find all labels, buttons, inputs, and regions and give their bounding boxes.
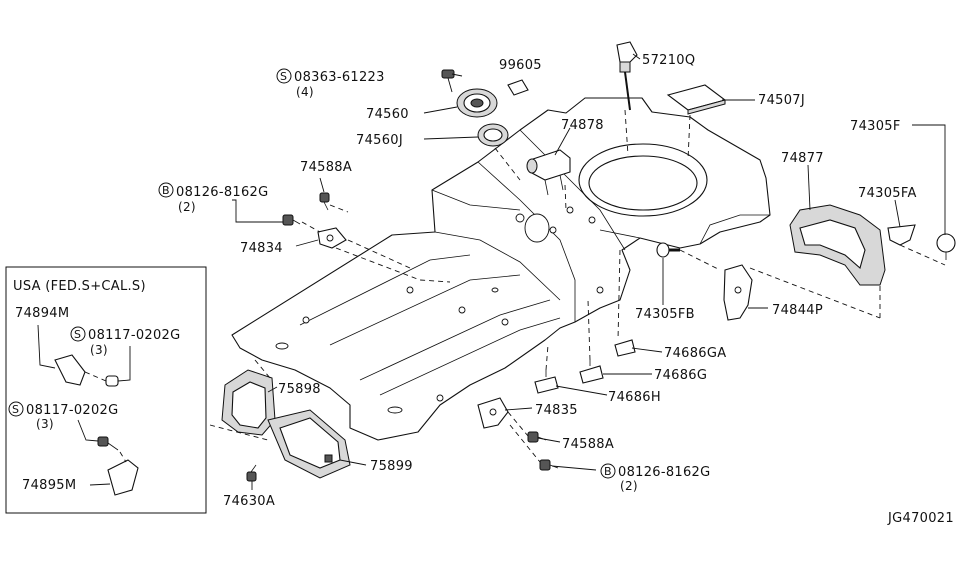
label-74588A-bottom: 74588A (562, 437, 614, 452)
stud-74686GA (614, 339, 636, 357)
label-74686H: 74686H (608, 390, 661, 405)
label-08117-b: 08117-0202G (26, 403, 119, 418)
label-08363: 08363-61223 (294, 70, 385, 85)
label-08117-a-qty: (3) (90, 343, 108, 357)
label-57210Q: 57210Q (642, 53, 695, 68)
label-74844P: 74844P (772, 303, 823, 318)
label-74630A: 74630A (223, 494, 275, 509)
label-74877: 74877 (781, 151, 824, 166)
label-74835: 74835 (535, 403, 578, 418)
circle-s-1: S (280, 70, 287, 83)
dashed-guides (209, 109, 946, 463)
circle-b-2: B (604, 465, 612, 478)
circle-b-1: B (162, 184, 170, 197)
bracket-74894M (54, 354, 86, 386)
bolt-74588A-top (319, 192, 330, 211)
bracket-74844P (723, 264, 753, 321)
label-74507J: 74507J (758, 93, 805, 108)
bolt-08126-bottom (539, 459, 559, 471)
ring-74560J (477, 123, 509, 147)
guard-75898 (221, 369, 276, 436)
diagram-id: JG470021 (887, 511, 954, 526)
bolt-08117-b (77, 419, 119, 451)
label-74895M: 74895M (22, 478, 76, 493)
floor-pan (231, 97, 771, 441)
bracket-74878 (526, 149, 571, 196)
label-74834: 74834 (240, 241, 283, 256)
screw-08363 (441, 69, 455, 93)
label-08363-qty: (4) (296, 85, 314, 99)
circle-s-3: S (12, 403, 19, 416)
stud-74686H (534, 370, 559, 394)
grommet-74560 (456, 88, 498, 118)
inset-title: USA (FED.S+CAL.S) (13, 279, 146, 294)
label-74305FA: 74305FA (858, 186, 917, 201)
part-labels: S 08363-61223 (4) 99605 57210Q 74560 745… (158, 53, 954, 526)
bolt-74588A-bottom (527, 431, 547, 443)
screw-74630A (246, 464, 257, 482)
label-99605 (507, 79, 529, 96)
label-74894M: 74894M (15, 306, 69, 321)
clip-57210Q (616, 41, 638, 111)
stud-74686G (579, 360, 604, 384)
label-74305F: 74305F (850, 119, 901, 134)
label-08126-bottom: 08126-8162G (618, 465, 711, 480)
bolt-08126-top (282, 214, 301, 226)
leader-lines (232, 53, 946, 490)
label-99605: 99605 (499, 58, 542, 73)
label-74588A-top: 74588A (300, 160, 352, 175)
guard-75899 (267, 409, 351, 479)
pad-74507J (666, 84, 727, 115)
label-75898: 75898 (278, 382, 321, 397)
label-08126-top-qty: (2) (178, 200, 196, 214)
label-75899: 75899 (370, 459, 413, 474)
label-74560J: 74560J (356, 133, 403, 148)
circle-s-2: S (74, 328, 81, 341)
label-08117-b-qty: (3) (36, 417, 54, 431)
label-74305FB: 74305FB (635, 307, 695, 322)
usa-inset: USA (FED.S+CAL.S) 74894M S 08117-0202G (… (5, 266, 207, 514)
label-74686G: 74686G (654, 368, 707, 383)
label-08117-a: 08117-0202G (88, 328, 181, 343)
clip-74305FB (656, 242, 680, 258)
bracket-74834 (317, 227, 347, 249)
label-08126-bottom-qty: (2) (620, 479, 638, 493)
bolt-08117-a (84, 346, 131, 387)
cover-74877 (789, 204, 886, 286)
clip-74305F (936, 233, 956, 260)
bracket-74835 (477, 397, 509, 429)
clip-74305FA (887, 224, 916, 246)
label-74560: 74560 (366, 107, 409, 122)
label-74686GA: 74686GA (664, 346, 726, 361)
label-08126-top: 08126-8162G (176, 185, 269, 200)
bracket-74895M (89, 451, 139, 496)
label-74878: 74878 (561, 118, 604, 133)
